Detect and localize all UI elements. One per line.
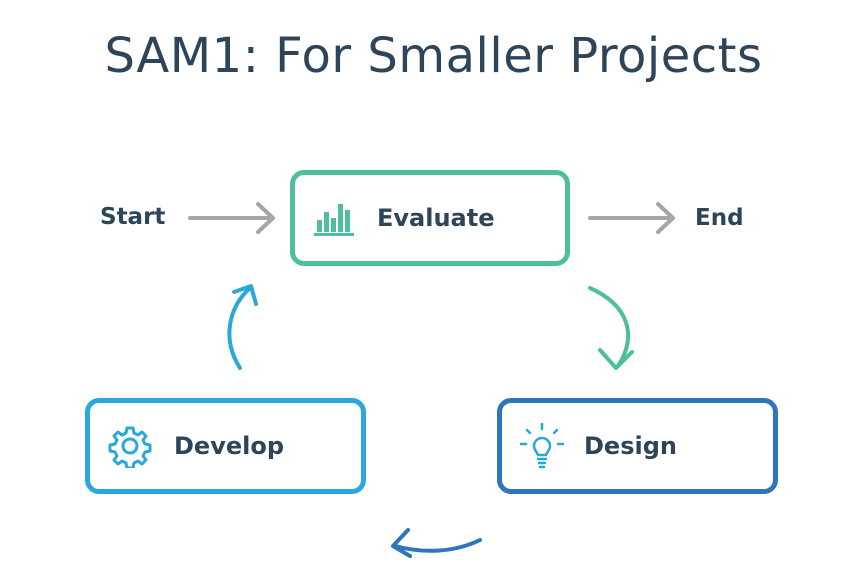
end-arrow: [588, 202, 675, 234]
page-title: SAM1: For Smaller Projects: [104, 28, 763, 84]
evaluate-to-design-arrow: [588, 286, 634, 370]
evaluate-node: Evaluate: [290, 170, 570, 266]
start-label: Start: [100, 204, 166, 230]
gear-icon: [108, 424, 152, 468]
develop-to-evaluate-arrow: [227, 284, 258, 370]
design-to-develop-arrow: [391, 528, 482, 558]
end-label: End: [695, 205, 744, 231]
design-label: Design: [584, 432, 677, 460]
lightbulb-icon: [518, 422, 566, 470]
bar-chart-icon: [313, 198, 355, 238]
develop-node: Develop: [85, 398, 366, 494]
start-arrow: [188, 202, 275, 234]
design-node: Design: [497, 398, 778, 494]
develop-label: Develop: [174, 432, 285, 460]
evaluate-label: Evaluate: [377, 204, 495, 232]
